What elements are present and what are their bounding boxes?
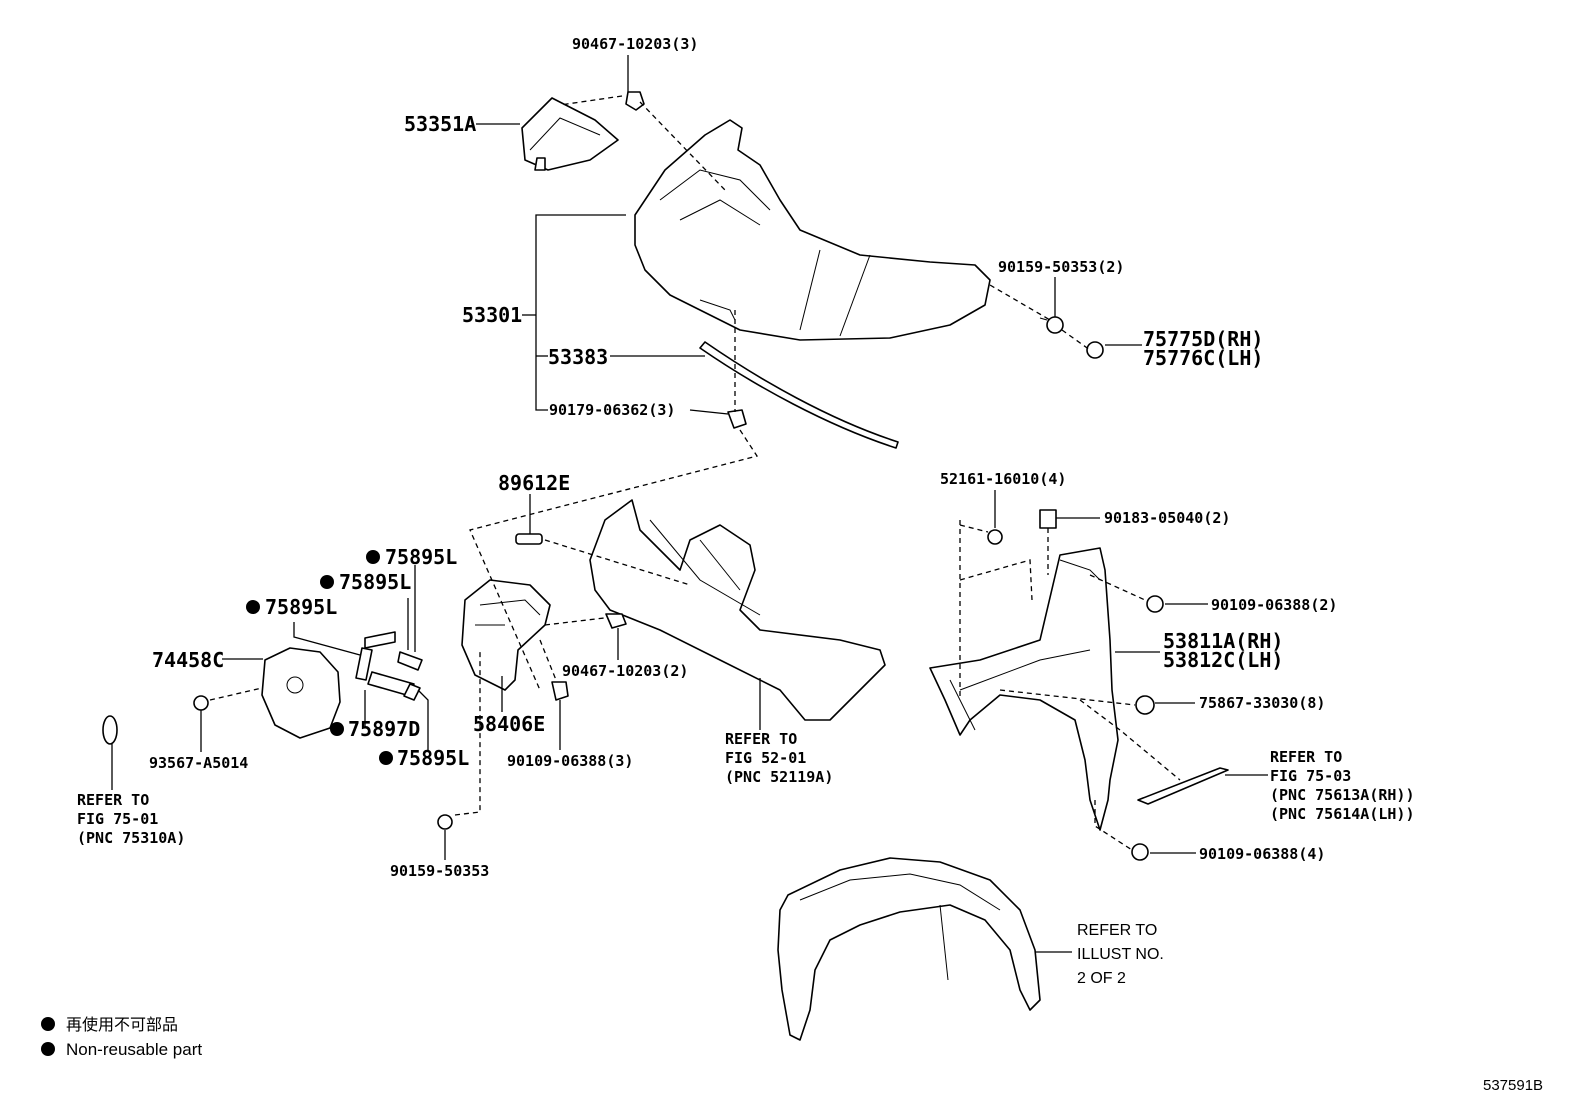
- legend-jp: 再使用不可部品: [66, 1015, 178, 1034]
- label-90109-06388-mid: 90109-06388(3): [507, 752, 633, 770]
- bolt-90109-mid: [551, 681, 569, 701]
- label-90109-06388-r2: 90109-06388(4): [1199, 845, 1325, 863]
- refer-note-fig-75-03: REFER TO FIG 75-03 (PNC 75613A(RH)) (PNC…: [1270, 748, 1415, 823]
- label-74458C: 74458C: [152, 648, 224, 672]
- svg-text:FIG 75-03: FIG 75-03: [1270, 767, 1351, 785]
- label-90159-50353-bottom: 90159-50353: [390, 862, 489, 880]
- part-53383-seal: [699, 341, 899, 449]
- sensor-89612E: [515, 533, 543, 545]
- clip-90467-top: [625, 91, 645, 111]
- part-bumper-reinforcement: [589, 499, 886, 721]
- refer-notes: REFER TO FIG 75-01 (PNC 75310A) REFER TO…: [77, 730, 1415, 987]
- label-90467-10203-top: 90467-10203(3): [572, 35, 698, 53]
- label-89612E: 89612E: [498, 471, 570, 495]
- legend-en: Non-reusable part: [66, 1040, 202, 1059]
- label-93567-A5014: 93567-A5014: [149, 754, 248, 772]
- legend-dot: [41, 1042, 55, 1056]
- svg-text:REFER TO: REFER TO: [725, 730, 797, 748]
- label-75895L-d: 75895L: [397, 746, 469, 770]
- svg-text:ILLUST NO.: ILLUST NO.: [1077, 946, 1164, 963]
- svg-text:FIG 52-01: FIG 52-01: [725, 749, 806, 767]
- label-53811A: 53811A(RH): [1163, 629, 1283, 653]
- label-53301: 53301: [462, 303, 522, 327]
- label-90183-05040: 90183-05040(2): [1104, 509, 1230, 527]
- label-75776C: 75776C(LH): [1143, 346, 1263, 370]
- clip-90467-mid: [605, 613, 627, 629]
- label-75867-33030: 75867-33030(8): [1199, 694, 1325, 712]
- non-reusable-dot: [320, 575, 334, 589]
- emblem: [102, 715, 118, 745]
- svg-text:FIG 75-01: FIG 75-01: [77, 810, 158, 828]
- svg-text:REFER TO: REFER TO: [1077, 922, 1157, 939]
- figure-id: 537591B: [1483, 1077, 1543, 1094]
- refer-note-fig-52-01: REFER TO FIG 52-01 (PNC 52119A): [725, 730, 833, 786]
- label-53351A: 53351A: [404, 112, 476, 136]
- part-labels: 90467-10203(3) 53351A 53301 53383 90179-…: [149, 35, 1337, 880]
- legend-dot: [41, 1017, 55, 1031]
- part-moulding: [1137, 767, 1229, 805]
- label-75897D: 75897D: [348, 717, 420, 741]
- leader-lines: [111, 55, 1268, 953]
- bolt-93567: [193, 695, 209, 711]
- non-reusable-dot: [246, 600, 260, 614]
- svg-text:REFER TO: REFER TO: [1270, 748, 1342, 766]
- label-90179-06362: 90179-06362(3): [549, 401, 675, 419]
- label-90159-50353-top: 90159-50353(2): [998, 258, 1124, 276]
- part-58406E-bracket: [461, 579, 551, 691]
- part-53351A-cover: [521, 97, 619, 171]
- svg-text:(PNC 75613A(RH)): (PNC 75613A(RH)): [1270, 786, 1415, 804]
- label-75895L-a: 75895L: [385, 545, 457, 569]
- label-75775D: 75775D(RH): [1143, 327, 1263, 351]
- svg-text:2 OF 2: 2 OF 2: [1077, 970, 1126, 987]
- plug-75775D: [1086, 341, 1104, 359]
- fender-fasteners: [987, 509, 1164, 861]
- svg-text:(PNC 52119A): (PNC 52119A): [725, 768, 833, 786]
- bolt-90159-top: [1039, 316, 1064, 334]
- bolt-90159-bottom: [437, 814, 453, 830]
- part-fender-liner: [777, 857, 1041, 1041]
- non-reusable-dot: [379, 751, 393, 765]
- refer-note-illust-2-of-2: REFER TO ILLUST NO. 2 OF 2: [1077, 922, 1164, 987]
- part-74458C-cover: [261, 647, 341, 739]
- part-53301-panel: [634, 119, 991, 341]
- non-reusable-dot: [366, 550, 380, 564]
- label-75895L-c: 75895L: [265, 595, 337, 619]
- label-75895L-b: 75895L: [339, 570, 411, 594]
- label-90467-10203-mid: 90467-10203(2): [562, 662, 688, 680]
- tape-pieces: [355, 631, 423, 701]
- label-53383: 53383: [548, 345, 608, 369]
- label-52161-16010: 52161-16010(4): [940, 470, 1066, 488]
- svg-text:(PNC 75614A(LH)): (PNC 75614A(LH)): [1270, 805, 1415, 823]
- part-53811A-fender: [929, 547, 1119, 831]
- legend: 再使用不可部品 Non-reusable part: [41, 1015, 202, 1059]
- svg-text:(PNC 75310A): (PNC 75310A): [77, 829, 185, 847]
- label-90109-06388-r1: 90109-06388(2): [1211, 596, 1337, 614]
- svg-text:REFER TO: REFER TO: [77, 791, 149, 809]
- refer-note-fig-75-01: REFER TO FIG 75-01 (PNC 75310A): [77, 791, 185, 847]
- clip-90179: [727, 409, 747, 429]
- non-reusable-dot: [330, 722, 344, 736]
- label-53812C: 53812C(LH): [1163, 648, 1283, 672]
- label-58406E: 58406E: [473, 712, 545, 736]
